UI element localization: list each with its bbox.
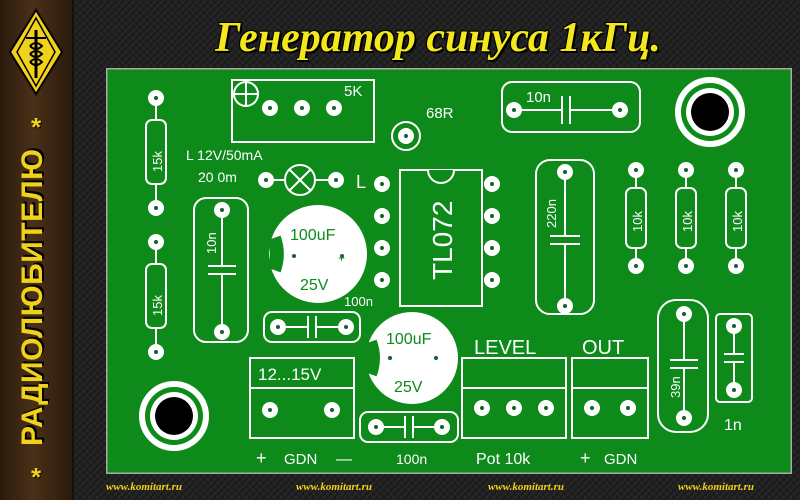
cap-10n-left-label: 10n [204,232,219,254]
ic-tl072: TL072 [374,169,500,307]
r-10k-3-label: 10k [730,211,745,232]
out-gnd: GDN [604,451,637,468]
r-10k-1-label: 10k [630,211,645,232]
footer: www.komitart.ru www.komitart.ru www.komi… [78,476,798,500]
radio-tower-logo-icon [8,8,64,96]
resistor-10k-3: 10k [725,162,747,274]
cap-100n-bottom-label: 100n [396,451,427,467]
footer-link-1[interactable]: www.komitart.ru [106,481,183,493]
power-minus: — [336,451,352,468]
footer-link-2[interactable]: www.komitart.ru [296,481,373,493]
capacitor-220n: 220n [535,159,595,315]
resistor-10k-2: 10k [675,162,697,274]
mounting-hole-top [675,77,745,147]
out-label: OUT [582,337,624,359]
lamp-label-1: L 12V/50mA [186,147,263,163]
pot-label: Pot 10k [476,451,531,468]
mounting-hole-bottom [139,381,209,451]
level-label: LEVEL [474,337,536,359]
lamp-label-2: 20 0m [198,169,237,185]
r-10k-2-label: 10k [680,211,695,232]
level-terminal: LEVEL Pot 10k [461,337,567,468]
resistor-68r-label: 68R [426,105,454,122]
cap-1n-label: 1n [724,417,742,434]
out-plus: + [580,448,591,468]
resistor-68r: 68R [391,105,454,151]
r-15k-bottom-label: 15k [150,295,165,316]
elec2-value: 100uF [386,331,432,348]
resistor-15k-top: 15k [145,90,167,216]
cap-10n-top-label: 10n [526,89,551,106]
elec1-value: 100uF [290,227,336,244]
capacitor-1n: 1n [715,313,753,434]
electrolytic-capacitor-2: 100uF 25V [363,312,458,404]
r-15k-top-label: 15k [150,151,165,172]
page-title: Генератор синуса 1кГц. [215,15,661,61]
power-gnd: GDN [284,451,317,468]
resistor-15k-bottom: 15k [145,234,167,360]
out-terminal: OUT + GDN [571,337,649,468]
capacitor-39n: 39n [657,299,709,433]
sidebar-star-bottom: * [30,462,42,492]
electrolytic-capacitor-1: 100uF 25V + [267,205,367,303]
elec2-voltage: 25V [394,379,423,396]
power-plus: + [256,448,267,468]
cap-220n-label: 220n [544,199,559,228]
cap-39n-label: 39n [668,376,683,398]
capacitor-10n-left: 10n [193,197,249,343]
power-label: 12...15V [258,365,322,384]
footer-link-3[interactable]: www.komitart.ru [488,481,565,493]
cap-100n-mid-label: 100n [344,294,373,309]
sidebar-title: РАДИОЛЮБИТЕЛЮ [16,148,49,447]
ic-label: TL072 [427,201,458,280]
svg-text:+: + [338,251,345,265]
trimmer-5k: 5K [231,79,375,143]
pcb-board: 5K 68R 10n [104,66,794,476]
capacitor-100n-mid: 100n [263,294,373,343]
elec1-voltage: 25V [300,277,329,294]
capacitor-100n-bottom: 100n [359,411,459,467]
resistor-10k-1: 10k [625,162,647,274]
power-terminal: 12...15V + GDN — [249,357,355,468]
footer-link-4[interactable]: www.komitart.ru [678,481,755,493]
sidebar-star-top: * [30,112,42,142]
sidebar: * РАДИОЛЮБИТЕЛЮ * [0,0,74,500]
trimmer-label: 5K [344,83,362,100]
lamp-pin-label: L [356,172,366,192]
capacitor-10n-top: 10n [501,81,641,133]
lamp: L 12V/50mA 20 0m L [186,147,366,196]
